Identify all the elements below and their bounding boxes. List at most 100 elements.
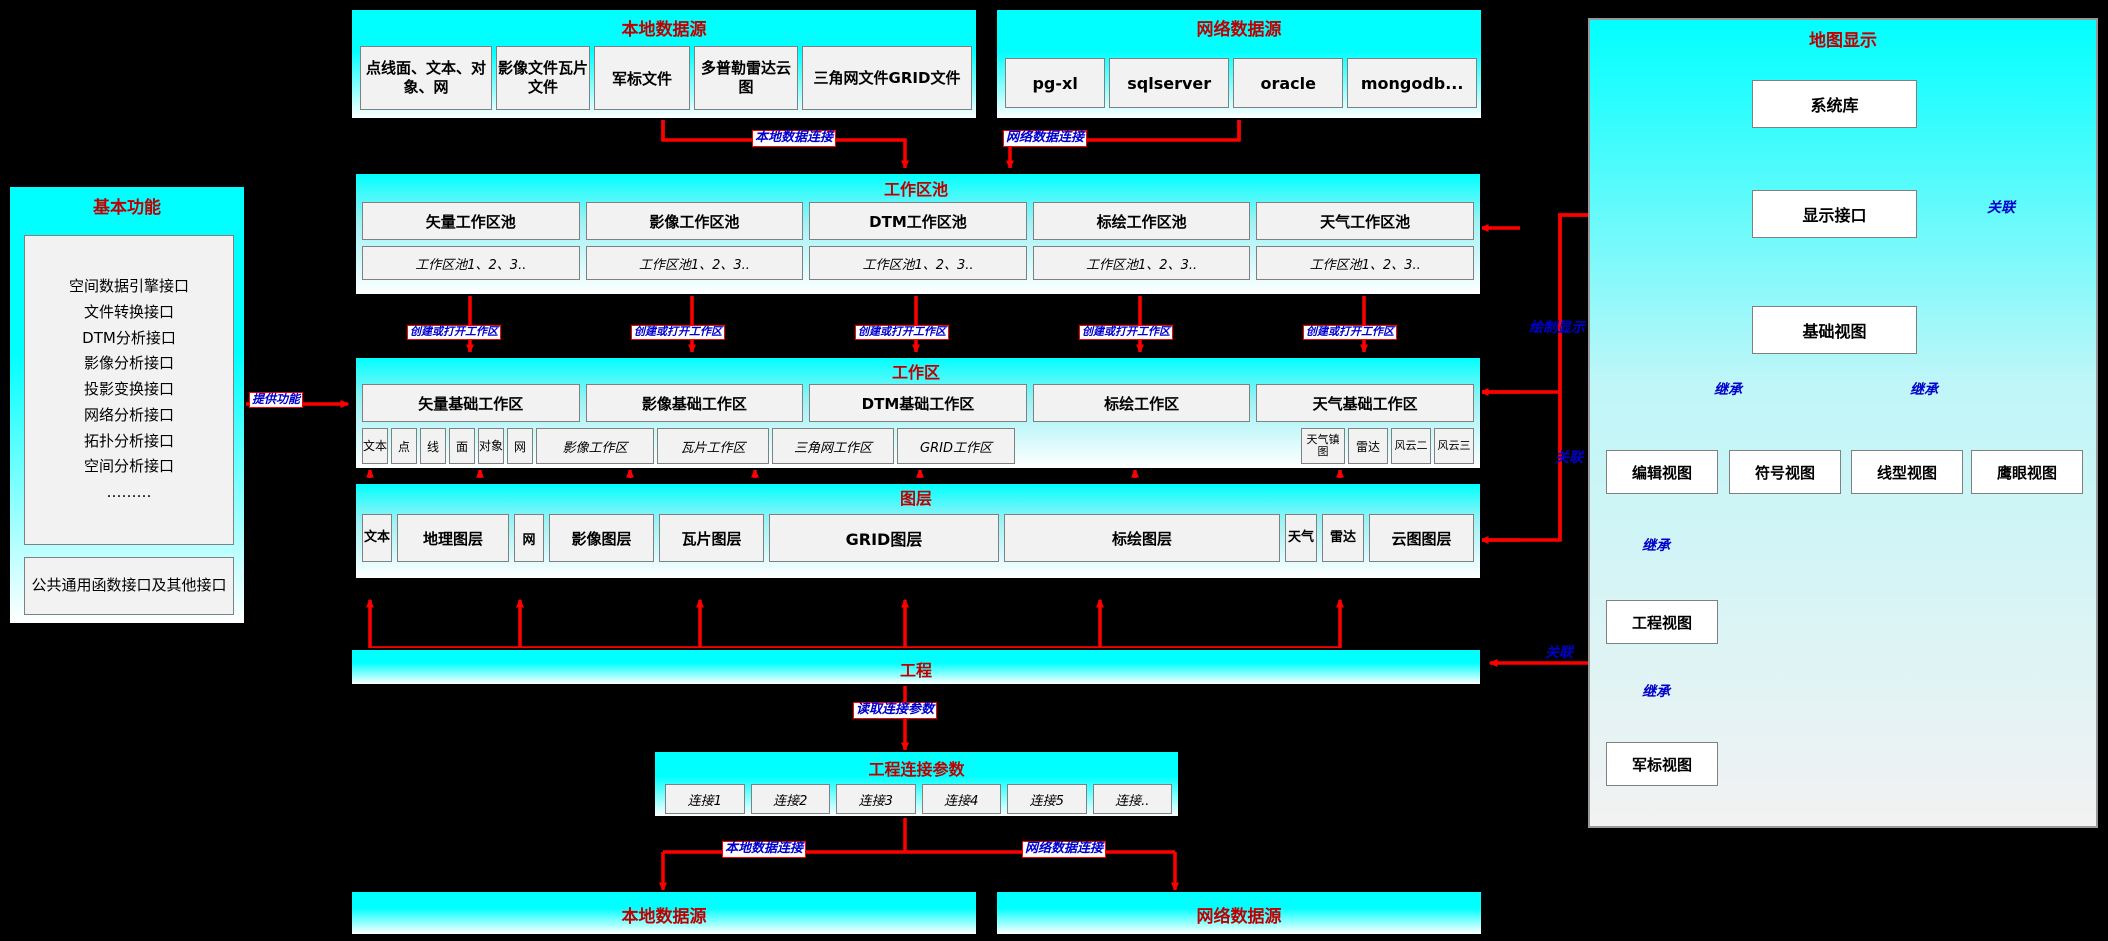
net-source-item[interactable]: mongodb... [1347, 58, 1477, 108]
node-display-interface[interactable]: 显示接口 [1752, 190, 1917, 238]
layer-cell[interactable]: GRID图层 [769, 514, 999, 562]
workspace-pool-column[interactable]: 矢量工作区池 [362, 202, 580, 240]
node-base-view[interactable]: 基础视图 [1752, 306, 1917, 354]
label-net-data-connection-bottom: 网络数据连接 [1022, 841, 1107, 858]
map-display-title: 地图显示 [1809, 31, 1877, 51]
interface-item: ……… [106, 483, 152, 502]
layer-cell[interactable]: 地理图层 [397, 514, 509, 562]
basic-function-interfaces: 空间数据引擎接口 文件转换接口 DTM分析接口 影像分析接口 投影变换接口 网络… [24, 235, 234, 545]
basic-function-title: 基本功能 [93, 198, 161, 218]
label-inherit-2: 继承 [1910, 382, 1938, 398]
local-data-source-bottom-title: 本地数据源 [621, 907, 707, 927]
interface-item: 拓扑分析接口 [83, 431, 174, 450]
interface-item: DTM分析接口 [82, 328, 176, 347]
layer-cell[interactable]: 雷达 [1322, 514, 1364, 562]
workspace-mid-cell[interactable]: GRID工作区 [897, 428, 1015, 464]
workspace-panel: 工作区 矢量基础工作区 影像基础工作区 DTM基础工作区 标绘工作区 天气基础工… [350, 352, 1482, 470]
net-source-item[interactable]: sqlserver [1109, 58, 1230, 108]
local-source-item[interactable]: 军标文件 [594, 46, 690, 110]
net-source-item[interactable]: pg-xl [1005, 58, 1106, 108]
local-source-item[interactable]: 三角网文件GRID文件 [802, 46, 972, 110]
connection-item[interactable]: 连接5 [1007, 784, 1087, 814]
node-symbol-view[interactable]: 符号视图 [1729, 450, 1841, 494]
workspace-right-cell[interactable]: 雷达 [1348, 428, 1388, 464]
workspace-small-cell[interactable]: 文本 [362, 428, 388, 464]
layer-cell[interactable]: 网 [514, 514, 544, 562]
network-data-source-top: 网络数据源 pg-xl sqlserver oracle mongodb... [995, 8, 1483, 120]
label-net-data-connection-top: 网络数据连接 [1003, 130, 1088, 147]
workspace-right-cell[interactable]: 天气镇图 [1301, 428, 1345, 464]
layer-cell[interactable]: 影像图层 [549, 514, 654, 562]
connection-item[interactable]: 连接3 [836, 784, 916, 814]
node-military-view[interactable]: 军标视图 [1606, 742, 1718, 786]
label-local-data-connection-bottom: 本地数据连接 [722, 841, 807, 858]
node-eagle-view[interactable]: 鹰眼视图 [1971, 450, 2083, 494]
layer-cell[interactable]: 文本 [362, 514, 392, 562]
workspace-mid-cell[interactable]: 三角网工作区 [772, 428, 894, 464]
net-source-item[interactable]: oracle [1233, 58, 1344, 108]
connection-item[interactable]: 连接.. [1092, 784, 1172, 814]
workspace-small-cell[interactable]: 点 [391, 428, 417, 464]
connection-item[interactable]: 连接4 [921, 784, 1001, 814]
local-data-source-top-title: 本地数据源 [621, 20, 707, 40]
workspace-column[interactable]: DTM基础工作区 [809, 384, 1027, 422]
workspace-column[interactable]: 天气基础工作区 [1256, 384, 1474, 422]
label-create-open-workspace: 创建或打开工作区 [855, 325, 949, 340]
interface-item: 投影变换接口 [83, 380, 174, 399]
workspace-pool-subitem[interactable]: 工作区池1、2、3.. [1032, 246, 1251, 280]
workspace-column[interactable]: 矢量基础工作区 [362, 384, 580, 422]
workspace-mid-cell[interactable]: 瓦片工作区 [657, 428, 769, 464]
project-connection-params-panel: 工程连接参数 连接1 连接2 连接3 连接4 连接5 连接.. [653, 750, 1180, 818]
label-relate-map: 关联 [1987, 200, 2015, 216]
label-inherit-3: 继承 [1642, 538, 1670, 554]
common-function-box[interactable]: 公共通用函数接口及其他接口 [24, 557, 234, 615]
layers-title: 图层 [899, 489, 932, 508]
workspace-title: 工作区 [891, 363, 940, 382]
interface-item: 空间数据引擎接口 [68, 276, 189, 295]
project-panel: 工程 [350, 648, 1482, 686]
workspace-pool-subitem[interactable]: 工作区池1、2、3.. [585, 246, 804, 280]
layer-cell[interactable]: 天气 [1285, 514, 1317, 562]
workspace-pool-column[interactable]: DTM工作区池 [809, 202, 1027, 240]
workspace-pool-column[interactable]: 标绘工作区池 [1032, 202, 1251, 240]
local-source-item[interactable]: 影像文件瓦片文件 [496, 46, 590, 110]
label-relate-project: 关联 [1545, 645, 1573, 661]
label-inherit-4: 继承 [1642, 684, 1670, 700]
label-local-data-connection-top: 本地数据连接 [752, 130, 837, 147]
workspace-pool-subitem[interactable]: 工作区池1、2、3.. [809, 246, 1027, 280]
workspace-column[interactable]: 影像基础工作区 [585, 384, 804, 422]
workspace-pool-title: 工作区池 [883, 180, 948, 199]
label-provide-function: 提供功能 [249, 392, 304, 408]
workspace-small-cell[interactable]: 对象 [478, 428, 504, 464]
local-data-source-top: 本地数据源 点线面、文本、对象、网 影像文件瓦片文件 军标文件 多普勒雷达云图 … [350, 8, 978, 120]
network-data-source-top-title: 网络数据源 [1196, 20, 1282, 40]
node-edit-view[interactable]: 编辑视图 [1606, 450, 1718, 494]
node-system-lib[interactable]: 系统库 [1752, 80, 1917, 128]
network-data-source-bottom-title: 网络数据源 [1196, 907, 1282, 927]
workspace-pool-column[interactable]: 影像工作区池 [585, 202, 804, 240]
local-source-item[interactable]: 点线面、文本、对象、网 [360, 46, 492, 110]
label-inherit-1: 继承 [1714, 382, 1742, 398]
layer-cell[interactable]: 瓦片图层 [659, 514, 764, 562]
workspace-right-cell[interactable]: 风云三 [1434, 428, 1474, 464]
workspace-small-cell[interactable]: 线 [420, 428, 446, 464]
workspace-right-cell[interactable]: 风云二 [1391, 428, 1431, 464]
local-data-source-bottom: 本地数据源 [350, 890, 978, 936]
connection-item[interactable]: 连接1 [665, 784, 745, 814]
connection-item[interactable]: 连接2 [750, 784, 830, 814]
label-draw-display: 绘制显示 [1529, 320, 1585, 336]
workspace-mid-cell[interactable]: 影像工作区 [536, 428, 654, 464]
workspace-pool-subitem[interactable]: 工作区池1、2、3.. [362, 246, 580, 280]
node-project-view[interactable]: 工程视图 [1606, 600, 1718, 644]
node-line-view[interactable]: 线型视图 [1851, 450, 1963, 494]
layer-cell[interactable]: 标绘图层 [1004, 514, 1280, 562]
label-create-open-workspace: 创建或打开工作区 [631, 325, 725, 340]
workspace-small-cell[interactable]: 网 [507, 428, 533, 464]
workspace-column[interactable]: 标绘工作区 [1032, 384, 1251, 422]
interface-item: 网络分析接口 [83, 405, 174, 424]
workspace-pool-subitem[interactable]: 工作区池1、2、3.. [1256, 246, 1474, 280]
local-source-item[interactable]: 多普勒雷达云图 [694, 46, 798, 110]
workspace-pool-column[interactable]: 天气工作区池 [1256, 202, 1474, 240]
workspace-small-cell[interactable]: 面 [449, 428, 475, 464]
layer-cell[interactable]: 云图图层 [1369, 514, 1474, 562]
